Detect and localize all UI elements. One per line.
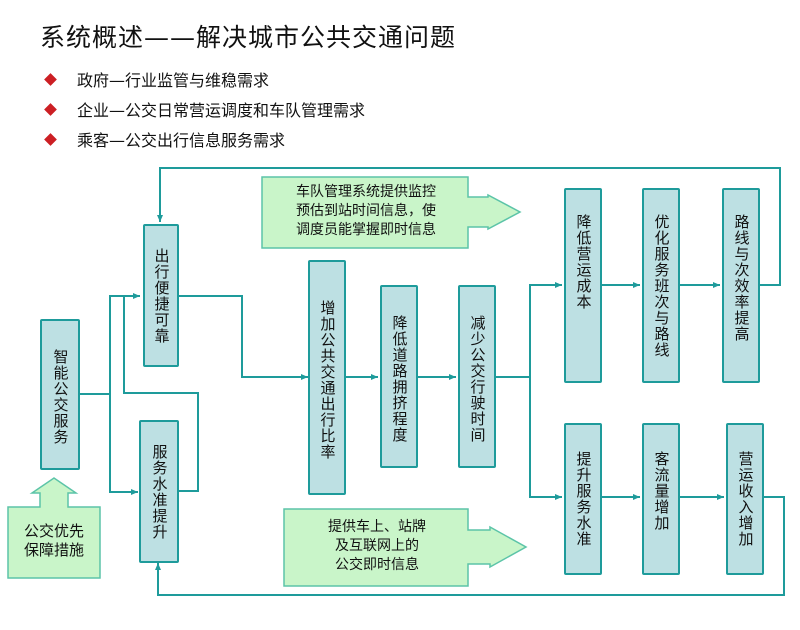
- connector-revenue-feedback: [155, 496, 785, 596]
- connector-convenient-to-share: [178, 295, 308, 380]
- node-service-level: 服务水准提升: [139, 420, 179, 563]
- note-fleet-arrow-shape: [261, 176, 522, 249]
- note-priority-arrow-shape: [7, 477, 101, 579]
- node-improve-service: 提升服务水准: [564, 423, 602, 575]
- connector-time-to-cost: [496, 282, 562, 378]
- connector-smart-to-convenient: [78, 293, 140, 395]
- connector-time-to-service: [529, 377, 562, 500]
- node-reduce-travel-time: 减少公交行驶时间: [458, 285, 496, 468]
- bullet-text: 乘客—公交出行信息服务需求: [77, 131, 286, 150]
- requirements-list: 政府—行业监管与维稳需求 企业—公交日常营运调度和车队管理需求 乘客—公交出行信…: [44, 64, 365, 154]
- node-convenient: 出行便捷可靠: [143, 224, 179, 367]
- node-reduce-cost: 降低营运成本: [564, 188, 602, 383]
- connector-branch-loop: [123, 296, 199, 492]
- list-item: 乘客—公交出行信息服务需求: [44, 124, 365, 154]
- page-title: 系统概述——解决城市公共交通问题: [40, 23, 457, 52]
- node-smart-bus: 智能公交服务: [40, 319, 80, 470]
- note-fleet-management: 车队管理系统提供监控 预估到站时间信息，使 调度员能掌握即时信息: [296, 184, 436, 238]
- note-passenger-info: 提供车上、站牌 及互联网上的 公交即时信息: [328, 519, 426, 573]
- node-optimize-schedule: 优化服务班次与路线: [642, 188, 680, 383]
- node-route-efficiency: 路线与次效率提高: [722, 188, 760, 383]
- note-priority: 公交优先 保障措施: [23, 522, 84, 559]
- list-item: 政府—行业监管与维稳需求: [44, 64, 365, 94]
- node-ridership-up: 客流量增加: [642, 423, 680, 575]
- connector-efficiency-feedback: [157, 167, 781, 286]
- note-passenger-arrow-shape: [283, 508, 528, 587]
- bullet-text: 企业—公交日常营运调度和车队管理需求: [77, 101, 366, 120]
- node-revenue-up: 营运收入增加: [726, 423, 764, 575]
- list-item: 企业—公交日常营运调度和车队管理需求: [44, 94, 365, 124]
- node-increase-share: 增加公共交通出行比率: [308, 260, 346, 495]
- bullet-text: 政府—行业监管与维稳需求: [77, 71, 270, 90]
- node-reduce-congestion: 降低道路拥挤程度: [380, 285, 418, 468]
- connector-smart-to-service: [109, 394, 138, 495]
